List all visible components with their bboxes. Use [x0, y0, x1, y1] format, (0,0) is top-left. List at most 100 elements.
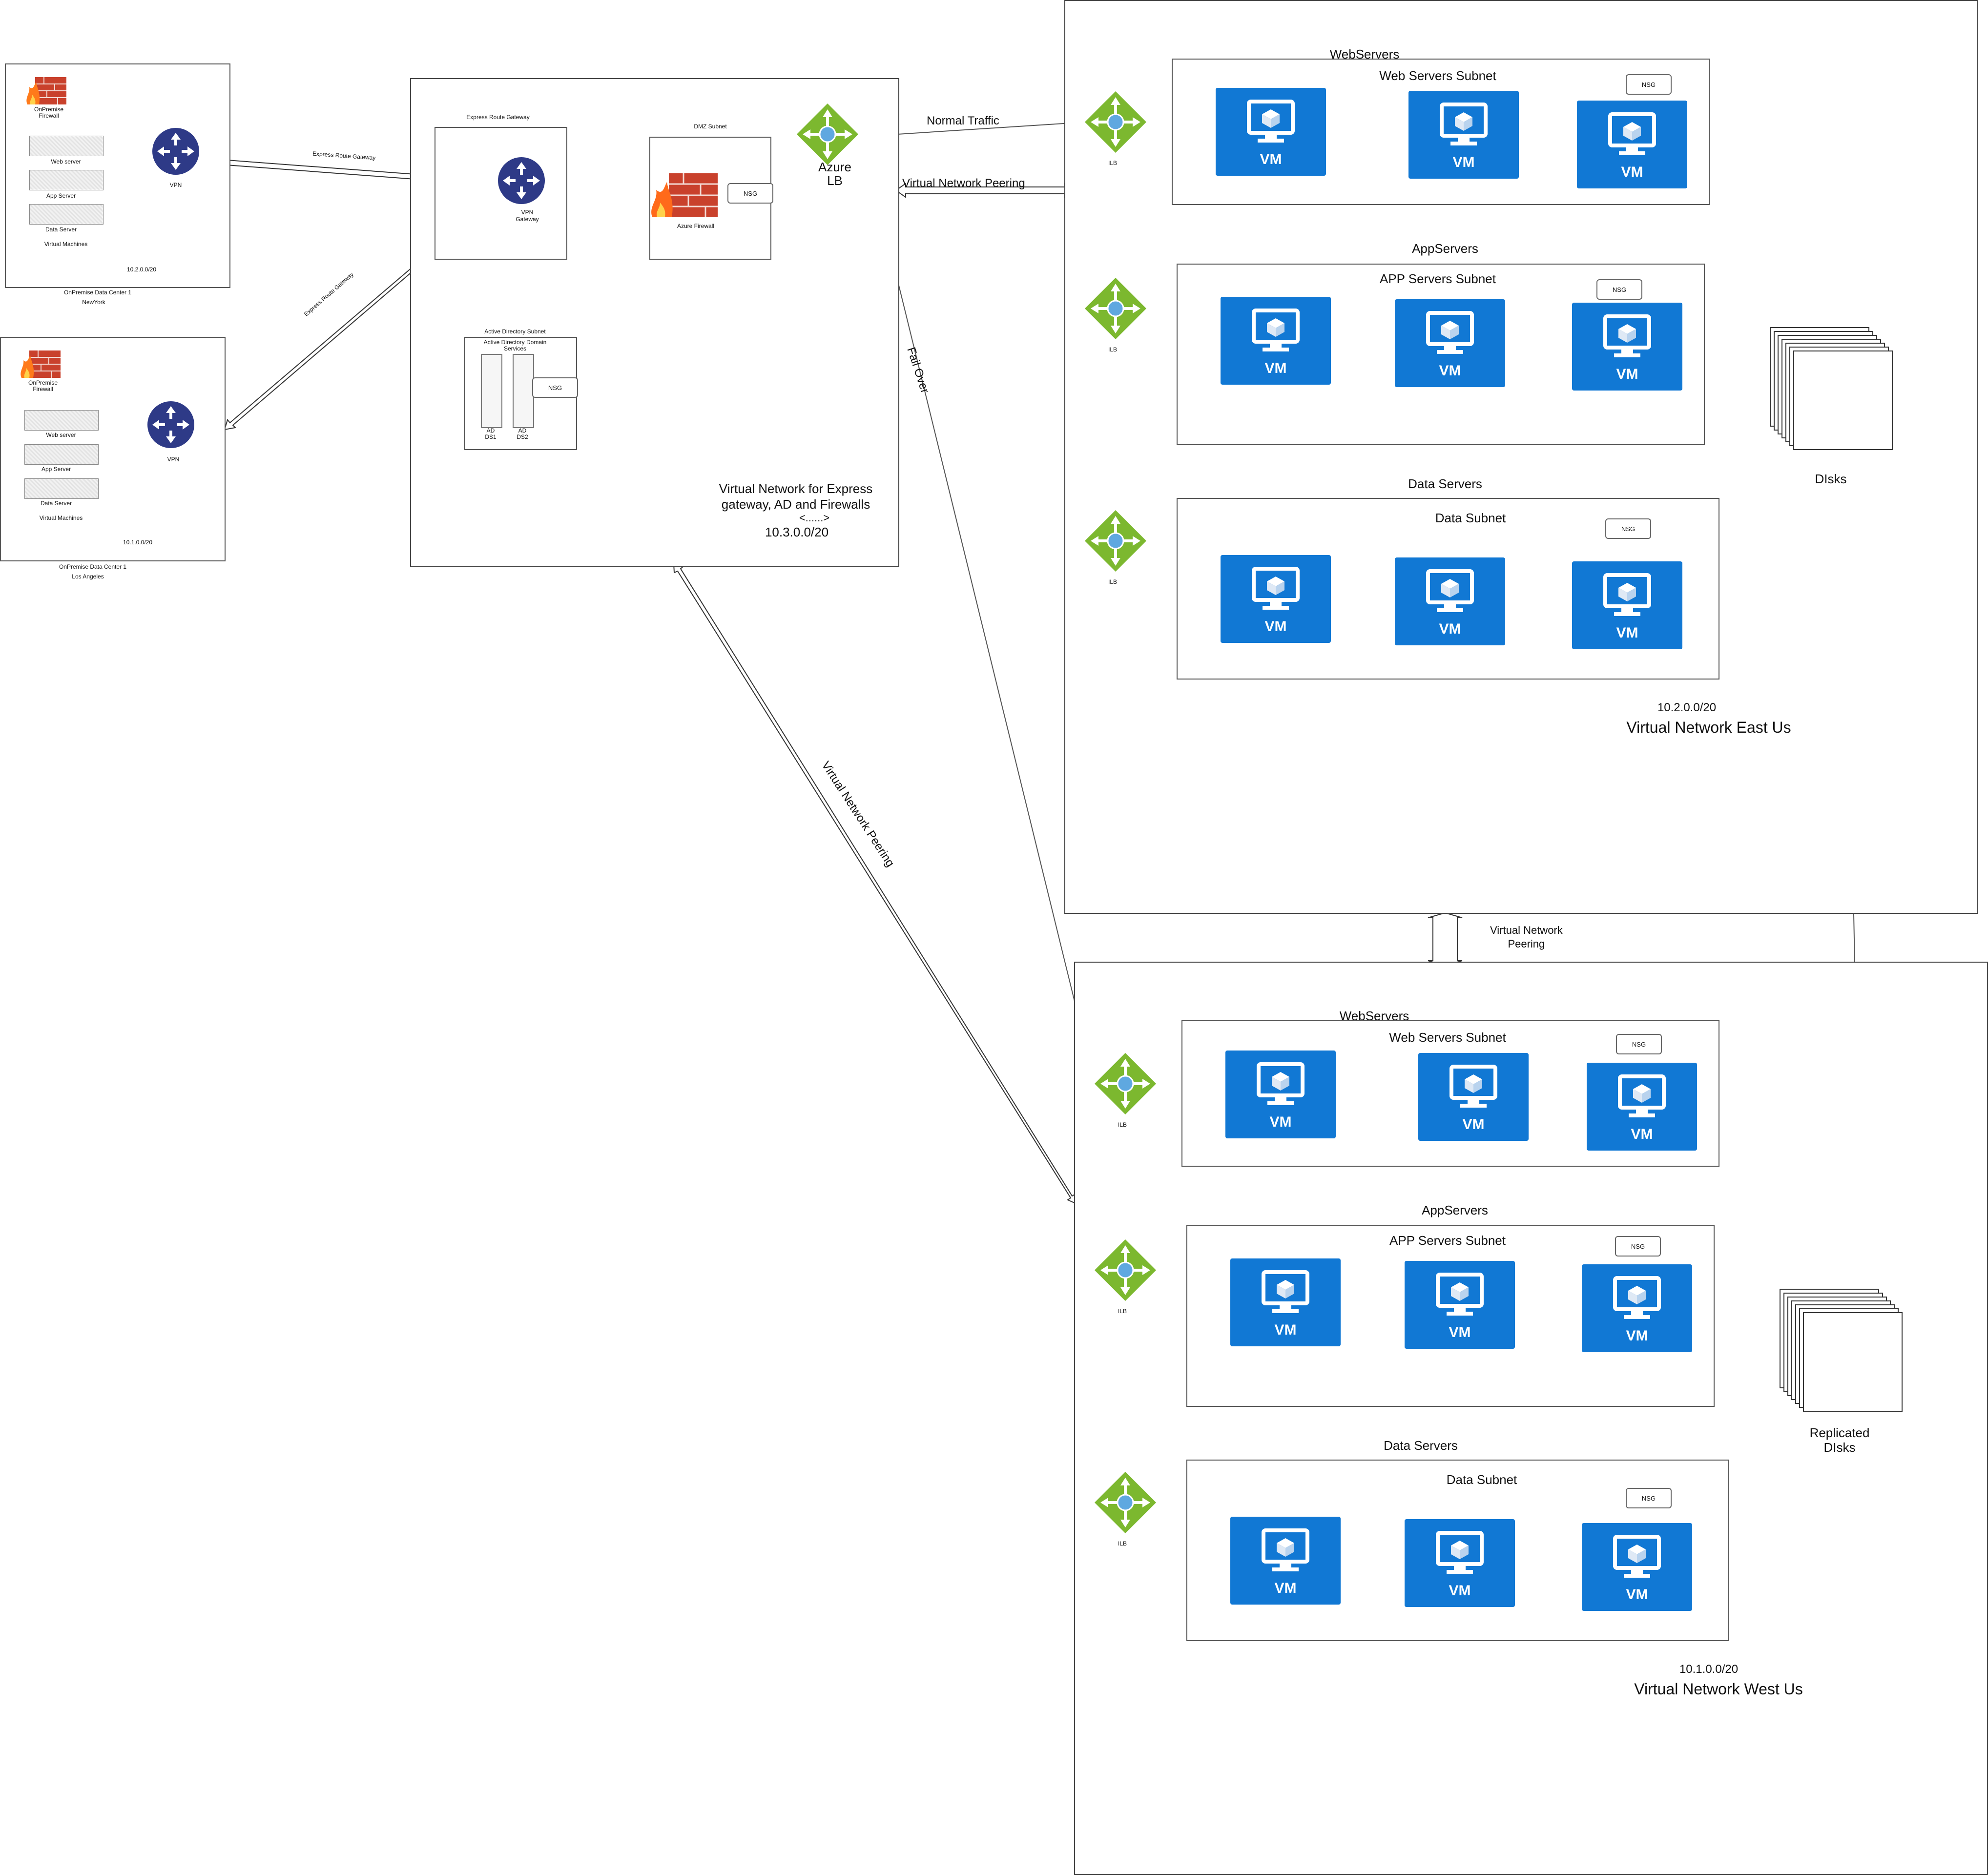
- data-server-label: Data Server: [40, 500, 72, 507]
- vm-label: VM: [1264, 618, 1287, 635]
- nsg-badge: NSG: [1596, 279, 1642, 300]
- vm-tile: VM: [1572, 561, 1682, 649]
- vm-tile: VM: [1582, 1523, 1692, 1611]
- onprem-la-firewall-label: OnPremise Firewall: [28, 379, 58, 392]
- onprem-ny-city: NewYork: [82, 299, 105, 306]
- ilb-label: ILB: [1118, 1121, 1127, 1128]
- vm-tile: VM: [1587, 1063, 1697, 1151]
- data-server-label: Data Server: [45, 226, 77, 233]
- ilb-icon: [1084, 277, 1147, 340]
- east-app-subnet-title: APP Servers Subnet: [1380, 271, 1496, 286]
- nsg-badge: NSG: [532, 377, 578, 398]
- west-cidr: 10.1.0.0/20: [1679, 1663, 1739, 1676]
- nsg-badge: NSG: [1605, 518, 1651, 539]
- app-server-box: [29, 170, 104, 190]
- west-app-heading: AppServers: [1422, 1203, 1488, 1217]
- ad-ds2-label: AD DS2: [517, 427, 528, 440]
- vm-label: VM: [1626, 1328, 1648, 1344]
- vm-tile: VM: [1225, 1051, 1336, 1138]
- vm-label: VM: [1274, 1322, 1297, 1338]
- vm-tile: VM: [1577, 101, 1687, 188]
- virtual-machines-label: Virtual Machines: [39, 515, 83, 521]
- east-disks-label: DIsks: [1815, 472, 1847, 486]
- ad-services-label: Active Directory Domain Services: [483, 339, 547, 352]
- west-web-subnet-title: Web Servers Subnet: [1389, 1030, 1506, 1045]
- vm-tile: VM: [1405, 1519, 1515, 1607]
- app-server-box: [24, 444, 99, 465]
- hub-cidr: 10.3.0.0/20: [765, 525, 829, 539]
- vm-label: VM: [1439, 363, 1461, 379]
- web-server-label: Web server: [46, 432, 76, 438]
- ilb-label: ILB: [1108, 160, 1118, 166]
- vnet-peering-label: Virtual Network Peering: [902, 177, 1025, 190]
- app-server-label: App Server: [46, 192, 76, 199]
- ilb-label: ILB: [1118, 1308, 1127, 1315]
- vm-label: VM: [1631, 1126, 1653, 1142]
- hub-arrow: <......>: [799, 512, 830, 524]
- vpn-router-icon: [147, 401, 194, 448]
- vm-label: VM: [1616, 625, 1638, 641]
- onprem-ny-cidr: 10.2.0.0/20: [126, 266, 157, 273]
- vm-tile: VM: [1405, 1261, 1515, 1349]
- dmz-subnet-title: DMZ Subnet: [694, 123, 727, 130]
- ad-ds2-server: [513, 354, 534, 428]
- ad-ds1-label: AD DS1: [485, 427, 497, 440]
- virtual-machines-label: Virtual Machines: [44, 241, 88, 247]
- web-server-box: [29, 136, 104, 156]
- vm-tile: VM: [1230, 1258, 1341, 1346]
- west-vnet-name: Virtual Network West Us: [1634, 1680, 1803, 1698]
- east-data-subnet-title: Data Subnet: [1435, 511, 1506, 525]
- vm-label: VM: [1260, 151, 1282, 167]
- east-data-heading: Data Servers: [1408, 476, 1482, 491]
- vm-tile: VM: [1221, 555, 1331, 643]
- onprem-la-city: Los Angeles: [72, 573, 104, 580]
- ad-subnet-title: Active Directory Subnet: [484, 328, 546, 335]
- east-cidr: 10.2.0.0/20: [1657, 701, 1717, 714]
- ad-ds1-server: [481, 354, 502, 428]
- west-app-subnet-title: APP Servers Subnet: [1389, 1233, 1506, 1248]
- vm-tile: VM: [1216, 88, 1326, 176]
- vnet-peering-vertical-label: Virtual Network Peering: [1490, 924, 1563, 950]
- onprem-ny-caption: OnPremise Data Center 1: [63, 289, 132, 296]
- west-data-subnet-title: Data Subnet: [1446, 1472, 1517, 1487]
- web-server-box: [24, 410, 99, 431]
- vm-label: VM: [1626, 1587, 1648, 1603]
- vm-tile: VM: [1221, 297, 1331, 385]
- app-server-label: App Server: [41, 466, 71, 473]
- vm-tile: VM: [1582, 1264, 1692, 1352]
- vm-label: VM: [1621, 164, 1643, 180]
- west-disks-label: Replicated DIsks: [1809, 1425, 1870, 1455]
- ilb-icon: [1084, 90, 1147, 154]
- east-vnet-name: Virtual Network East Us: [1626, 719, 1791, 736]
- data-server-box: [29, 204, 104, 225]
- vm-tile: VM: [1408, 91, 1519, 179]
- nsg-badge: NSG: [1626, 1488, 1672, 1508]
- vpn-gateway-label: VPN Gateway: [516, 209, 539, 223]
- nsg-badge: NSG: [1616, 1034, 1662, 1054]
- vm-tile: VM: [1395, 557, 1505, 645]
- disk-icon: [1803, 1312, 1903, 1412]
- express-route-gateway-subnet: [435, 127, 567, 260]
- ilb-label: ILB: [1118, 1540, 1127, 1547]
- vm-label: VM: [1439, 621, 1461, 637]
- web-server-label: Web server: [51, 158, 81, 165]
- vm-tile: VM: [1418, 1053, 1529, 1141]
- vpn-gateway-icon: [498, 157, 545, 204]
- vm-label: VM: [1274, 1580, 1297, 1596]
- vm-label: VM: [1449, 1324, 1471, 1340]
- vm-tile: VM: [1395, 299, 1505, 387]
- vm-tile: VM: [1230, 1517, 1341, 1605]
- azure-firewall-label: Azure Firewall: [677, 223, 715, 229]
- azure-firewall-icon: [651, 173, 718, 217]
- data-server-box: [24, 478, 99, 499]
- vm-label: VM: [1264, 360, 1287, 376]
- azure-lb-label: Azure LB: [818, 160, 851, 188]
- vm-label: VM: [1269, 1114, 1292, 1130]
- express-route-gateway-title: Express Route Gateway: [466, 114, 530, 121]
- vm-label: VM: [1616, 366, 1638, 382]
- vm-tile: VM: [1572, 303, 1682, 391]
- vpn-label: VPN: [167, 456, 180, 463]
- onprem-la-caption: OnPremise Data Center 1: [59, 563, 127, 570]
- ilb-icon: [1094, 1238, 1157, 1302]
- vm-label: VM: [1462, 1116, 1485, 1133]
